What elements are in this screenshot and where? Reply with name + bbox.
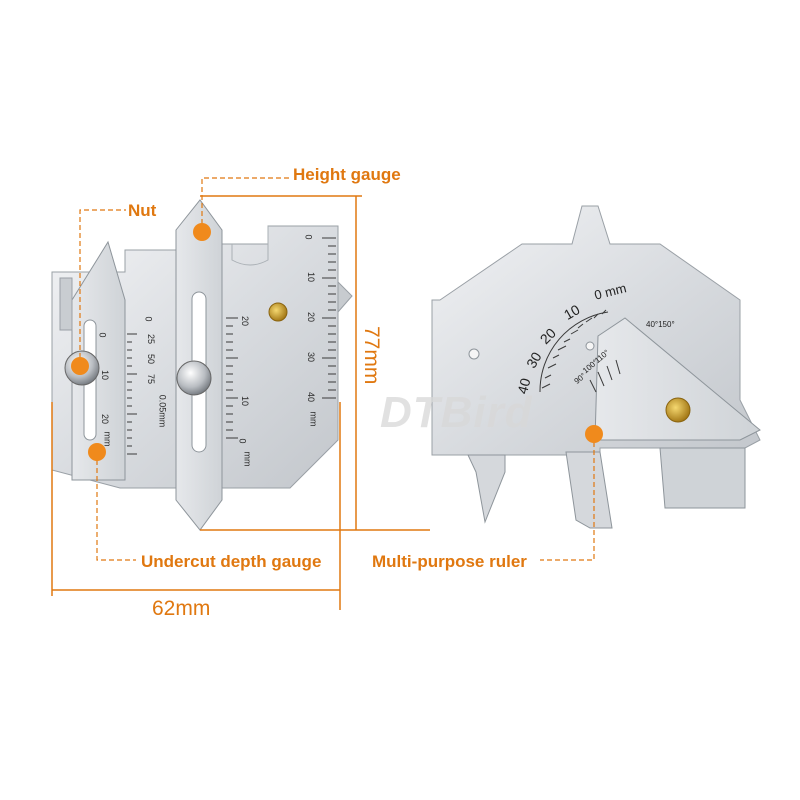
height-slider-label-10: 10	[240, 395, 251, 407]
height-main-label-20: 20	[306, 311, 317, 323]
callout-leaders	[79, 177, 595, 561]
angle-arm	[594, 317, 761, 441]
undercut-main-label-0: 0	[97, 332, 108, 338]
undercut-main-label-unit: mm	[102, 431, 113, 447]
height-slider-label-unit: mm	[242, 451, 253, 467]
undercut-vernier-scale	[127, 333, 137, 455]
height-main-label-10: 10	[306, 271, 317, 283]
right-foot	[659, 447, 746, 509]
left-gauge-tab	[337, 280, 353, 314]
height-main-label-40: 40	[306, 391, 317, 403]
height-main-label-unit: mm	[308, 411, 319, 427]
vernier-label-0: 0	[143, 316, 154, 322]
height-main-scale	[322, 237, 336, 399]
height-main-label-30: 30	[306, 351, 317, 363]
corner-angle-label: 40°150°	[646, 320, 675, 329]
vernier-label-75: 75	[146, 373, 157, 385]
label-height-gauge: Height gauge	[293, 165, 401, 184]
height-slider-label-20: 20	[240, 315, 251, 327]
undercut-main-label-10: 10	[100, 369, 111, 381]
dimension-lines	[51, 195, 430, 610]
dimension-width: 62mm	[152, 597, 211, 620]
label-multi-purpose-ruler: Multi-purpose ruler	[372, 552, 527, 571]
height-slider-label-0: 0	[237, 438, 248, 444]
corner-angle-150: 150°	[658, 320, 675, 329]
height-main-label-0: 0	[303, 234, 314, 240]
vernier-label-unit: 0.05mm	[157, 394, 168, 428]
vernier-label-50: 50	[146, 353, 157, 365]
label-undercut-depth-gauge: Undercut depth gauge	[141, 552, 322, 571]
dimension-height: 77mm	[360, 326, 383, 385]
small-rivet-2	[585, 341, 595, 351]
arc-scale	[539, 309, 609, 393]
watermark-text: DTBird	[380, 388, 533, 437]
brass-rivet-right	[665, 397, 691, 423]
corner-angle-40: 40°	[646, 320, 659, 329]
small-rivet	[468, 348, 480, 360]
angle-scale	[589, 359, 621, 393]
brass-rivet-left	[268, 302, 288, 322]
nut-knob-center	[176, 360, 212, 396]
right-leg-left	[467, 454, 506, 524]
vernier-label-25: 25	[146, 333, 157, 345]
height-slider-scale	[226, 317, 238, 439]
undercut-main-label-20: 20	[100, 413, 111, 425]
callout-dots	[71, 223, 603, 461]
right-leg-center	[565, 451, 613, 529]
label-nut: Nut	[128, 201, 157, 220]
